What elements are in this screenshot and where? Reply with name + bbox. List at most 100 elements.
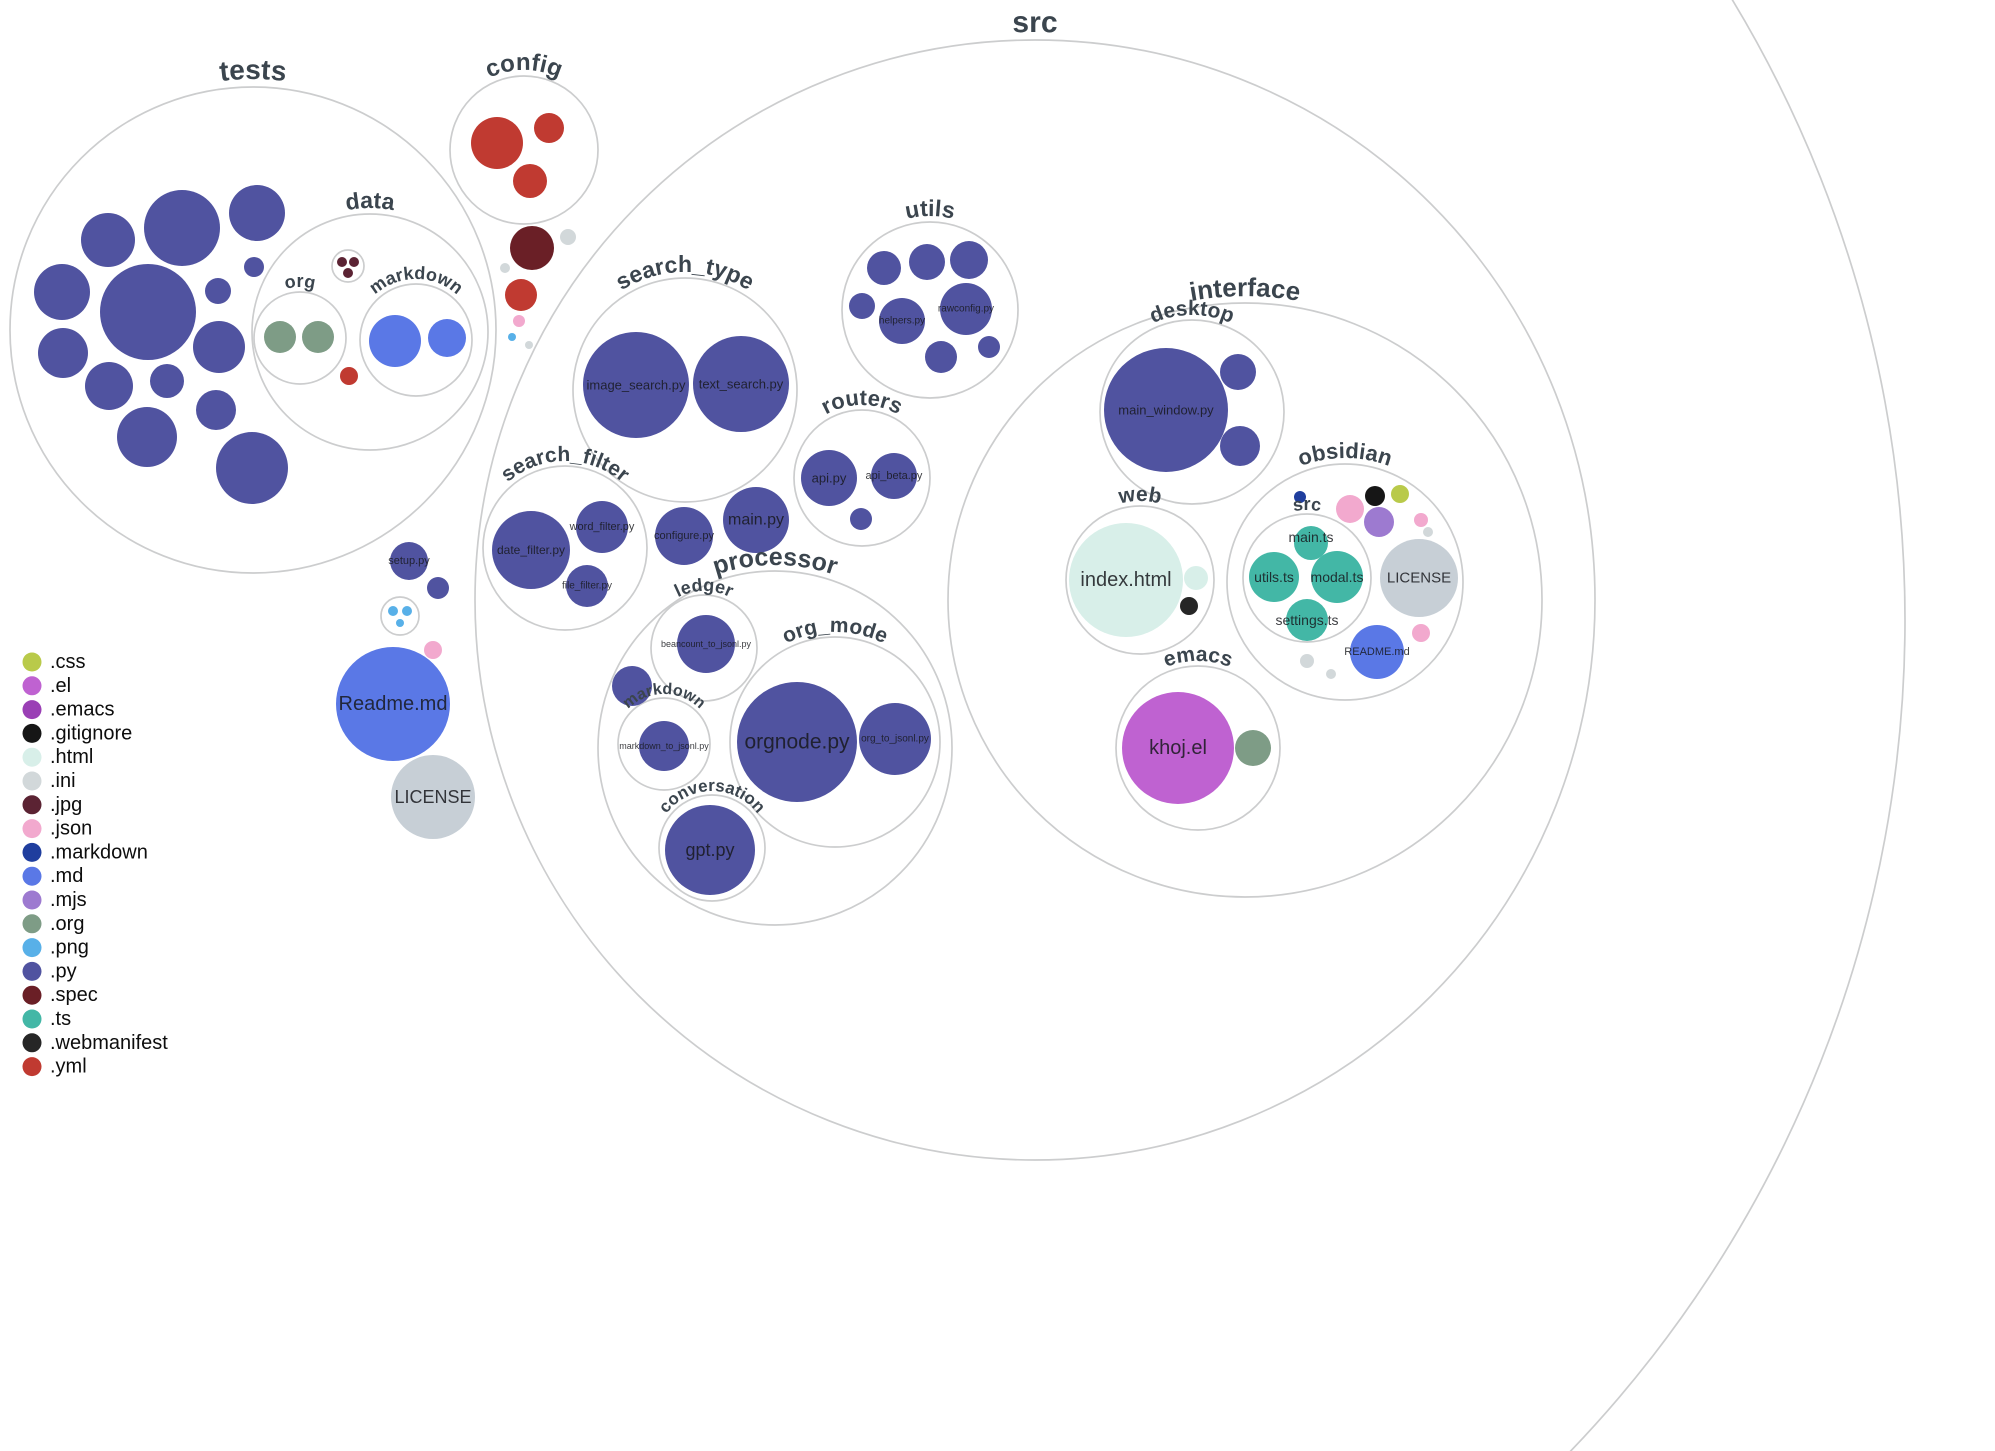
file-circle-readme-md[interactable] — [1350, 625, 1404, 679]
file-circle-py-12[interactable] — [196, 390, 236, 430]
file-circle-setup-py[interactable] — [390, 542, 428, 580]
file-circle-py-13[interactable] — [216, 432, 288, 504]
file-circle-yml-24[interactable] — [513, 164, 547, 198]
file-circle-py-50[interactable] — [925, 341, 957, 373]
dir-circle-processor[interactable] — [597, 570, 953, 926]
dir-circle-data-markdown[interactable] — [359, 283, 473, 397]
file-circle-main-window-py[interactable] — [1104, 348, 1228, 472]
file-circle-yml-21[interactable] — [340, 367, 358, 385]
file-circle-py-9[interactable] — [150, 364, 184, 398]
dir-circle-src[interactable] — [474, 39, 1596, 1161]
dir-circle-routers[interactable] — [793, 409, 931, 547]
file-circle-text-search-py[interactable] — [693, 336, 789, 432]
file-circle-png-30[interactable] — [508, 333, 516, 341]
file-circle-gitignore-78[interactable] — [1365, 486, 1385, 506]
file-circle-py-45[interactable] — [909, 244, 945, 280]
dir-circle-org_mode[interactable] — [729, 636, 941, 848]
file-circle-py-10[interactable] — [193, 321, 245, 373]
file-circle-json-76[interactable] — [1336, 495, 1364, 523]
file-circle-ini-31[interactable] — [525, 341, 533, 349]
dir-circle-root-assets[interactable] — [380, 596, 420, 636]
dir-circle-data[interactable] — [251, 213, 489, 451]
dir-circle-config[interactable] — [449, 75, 599, 225]
dir-circle-utils[interactable] — [841, 221, 1019, 399]
dir-circle-processor-markdown[interactable] — [617, 697, 711, 791]
file-circle-file-filter-py[interactable] — [566, 565, 608, 607]
dir-circle-ledger[interactable] — [650, 594, 758, 702]
file-circle-py-33[interactable] — [427, 577, 449, 599]
file-circle-helpers-py[interactable] — [879, 298, 925, 344]
file-circle-spec-25[interactable] — [510, 226, 554, 270]
file-circle-org-87[interactable] — [1235, 730, 1271, 766]
file-circle-org-15[interactable] — [302, 321, 334, 353]
file-circle-html-68[interactable] — [1184, 566, 1208, 590]
file-circle-py-51[interactable] — [978, 336, 1000, 358]
file-circle-ini-85[interactable] — [1326, 669, 1336, 679]
dir-circle-desktop[interactable] — [1099, 319, 1285, 505]
file-circle-gpt-py[interactable] — [665, 805, 755, 895]
file-circle-py-1[interactable] — [144, 190, 220, 266]
file-circle-markdown-80[interactable] — [1294, 491, 1306, 503]
file-circle-word-filter-py[interactable] — [576, 501, 628, 553]
file-circle-json-29[interactable] — [513, 315, 525, 327]
file-circle-org-to-jsonl-py[interactable] — [859, 703, 931, 775]
file-circle-py-0[interactable] — [81, 213, 135, 267]
dir-circle-root[interactable] — [0, 0, 1906, 1451]
dir-circle-obsidian[interactable] — [1226, 463, 1464, 701]
file-circle-py-54[interactable] — [850, 508, 872, 530]
file-circle-ini-82[interactable] — [1423, 527, 1433, 537]
file-circle-khoj-el[interactable] — [1122, 692, 1234, 804]
file-circle-py-47[interactable] — [849, 293, 875, 319]
file-circle-py-11[interactable] — [117, 407, 177, 467]
dir-circle-obsidian-src[interactable] — [1242, 513, 1372, 643]
file-circle-py-65[interactable] — [1220, 354, 1256, 390]
dir-circle-interface[interactable] — [947, 302, 1543, 898]
file-circle-yml-28[interactable] — [505, 279, 537, 311]
file-circle-css-79[interactable] — [1391, 485, 1409, 503]
file-circle-markdown-to-jsonl-py[interactable] — [639, 721, 689, 771]
file-circle-png-35[interactable] — [402, 606, 412, 616]
file-circle-license[interactable] — [391, 755, 475, 839]
file-circle-jpg-18[interactable] — [337, 257, 347, 267]
file-circle-beancount-to-jsonl-py[interactable] — [677, 615, 735, 673]
file-circle-py-8[interactable] — [85, 362, 133, 410]
file-circle-rawconfig-py[interactable] — [940, 283, 992, 335]
file-circle-utils-ts[interactable] — [1249, 552, 1299, 602]
file-circle-png-36[interactable] — [396, 619, 404, 627]
file-circle-py-66[interactable] — [1220, 426, 1260, 466]
file-circle-json-81[interactable] — [1414, 513, 1428, 527]
file-circle-main-py[interactable] — [723, 487, 789, 553]
file-circle-py-7[interactable] — [38, 328, 88, 378]
file-circle-py-3[interactable] — [34, 264, 90, 320]
dir-circle-search_filter[interactable] — [482, 465, 648, 631]
file-circle-date-filter-py[interactable] — [492, 511, 570, 589]
file-circle-ini-26[interactable] — [560, 229, 576, 245]
file-circle-license[interactable] — [1380, 539, 1458, 617]
file-circle-py-2[interactable] — [229, 185, 285, 241]
file-circle-configure-py[interactable] — [655, 507, 713, 565]
file-circle-md-17[interactable] — [428, 319, 466, 357]
file-circle-org-14[interactable] — [264, 321, 296, 353]
file-circle-jpg-19[interactable] — [349, 257, 359, 267]
file-circle-json-83[interactable] — [1412, 624, 1430, 642]
file-circle-settings-ts[interactable] — [1286, 599, 1328, 641]
dir-circle-conversation[interactable] — [658, 794, 766, 902]
file-circle-py-4[interactable] — [100, 264, 196, 360]
file-circle-orgnode-py[interactable] — [737, 682, 857, 802]
file-circle-png-34[interactable] — [388, 606, 398, 616]
file-circle-api-beta-py[interactable] — [871, 453, 917, 499]
file-circle-py-6[interactable] — [244, 257, 264, 277]
dir-circle-data-images[interactable] — [331, 249, 365, 283]
file-circle-main-ts[interactable] — [1294, 526, 1328, 560]
dir-circle-search_type[interactable] — [572, 277, 798, 503]
file-circle-image-search-py[interactable] — [583, 332, 689, 438]
file-circle-py-5[interactable] — [205, 278, 231, 304]
file-circle-ini-27[interactable] — [500, 263, 510, 273]
file-circle-modal-ts[interactable] — [1311, 551, 1363, 603]
file-circle-mjs-77[interactable] — [1364, 507, 1394, 537]
file-circle-ini-84[interactable] — [1300, 654, 1314, 668]
file-circle-webmanifest-69[interactable] — [1180, 597, 1198, 615]
file-circle-py-46[interactable] — [950, 241, 988, 279]
file-circle-readme-md[interactable] — [336, 647, 450, 761]
dir-circle-data-org[interactable] — [253, 291, 347, 385]
